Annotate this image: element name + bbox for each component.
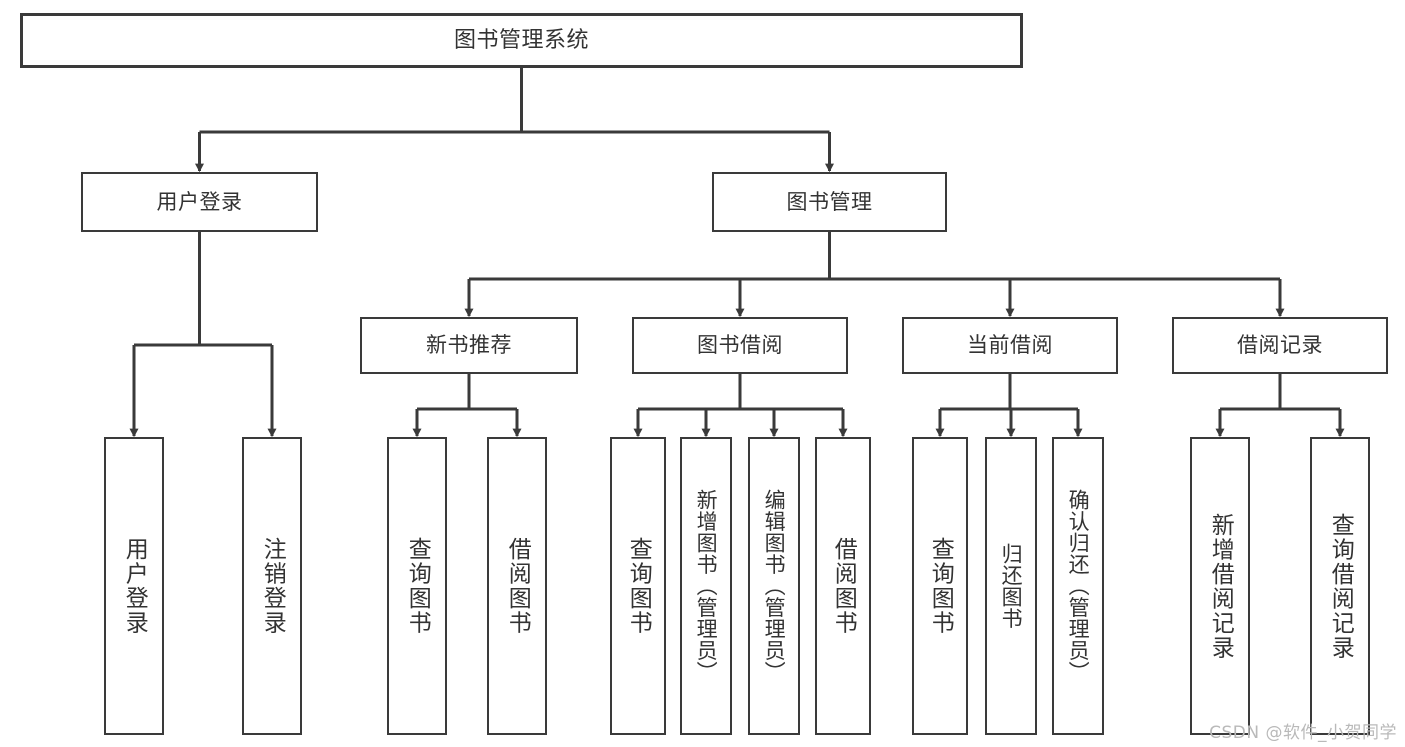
node-borrow[interactable]: 图书借阅 (632, 317, 848, 374)
node-leaf-confirm-return[interactable]: 确认归还（管理员） (1052, 437, 1104, 735)
node-leaf-query-book-1[interactable]: 查询图书 (387, 437, 447, 735)
node-bookmgmt[interactable]: 图书管理 (712, 172, 947, 232)
node-label: 借阅图书 (830, 537, 857, 635)
node-leaf-edit-book[interactable]: 编辑图书（管理员） (748, 437, 800, 735)
node-leaf-user-login[interactable]: 用户登录 (104, 437, 164, 735)
node-label: 当前借阅 (967, 333, 1053, 358)
node-label: 查询借阅记录 (1327, 512, 1354, 660)
connector-group (129, 68, 1345, 438)
node-leaf-logout[interactable]: 注销登录 (242, 437, 302, 735)
csdn-watermark: CSDN @软件_小贺同学 (1209, 723, 1397, 743)
node-label: 归还图书 (999, 543, 1024, 629)
node-label: 注销登录 (259, 537, 286, 635)
node-leaf-query-record[interactable]: 查询借阅记录 (1310, 437, 1370, 735)
node-label: 新增图书（管理员） (694, 489, 719, 683)
node-leaf-borrow-book-1[interactable]: 借阅图书 (487, 437, 547, 735)
node-label: 用户登录 (121, 537, 148, 635)
node-leaf-add-book[interactable]: 新增图书（管理员） (680, 437, 732, 735)
node-label: 编辑图书（管理员） (762, 489, 787, 683)
node-root[interactable]: 图书管理系统 (20, 13, 1023, 68)
node-label: 确认归还（管理员） (1066, 489, 1091, 683)
node-label: 图书借阅 (697, 333, 783, 358)
node-label: 借阅图书 (504, 537, 531, 635)
node-label: 借阅记录 (1237, 333, 1323, 358)
node-leaf-add-record[interactable]: 新增借阅记录 (1190, 437, 1250, 735)
node-login[interactable]: 用户登录 (81, 172, 318, 232)
node-newbook[interactable]: 新书推荐 (360, 317, 578, 374)
node-label: 查询图书 (404, 537, 431, 635)
node-leaf-query-book-2[interactable]: 查询图书 (610, 437, 666, 735)
node-label: 用户登录 (156, 189, 243, 214)
node-label: 查询图书 (625, 537, 652, 635)
node-label: 图书管理 (786, 189, 873, 214)
node-records[interactable]: 借阅记录 (1172, 317, 1388, 374)
node-current[interactable]: 当前借阅 (902, 317, 1118, 374)
node-label: 查询图书 (927, 537, 954, 635)
node-label: 新书推荐 (426, 333, 512, 358)
node-leaf-borrow-book-2[interactable]: 借阅图书 (815, 437, 871, 735)
node-leaf-return-book[interactable]: 归还图书 (985, 437, 1037, 735)
node-leaf-query-book-3[interactable]: 查询图书 (912, 437, 968, 735)
node-label: 新增借阅记录 (1207, 512, 1234, 660)
node-label: 图书管理系统 (453, 27, 589, 53)
